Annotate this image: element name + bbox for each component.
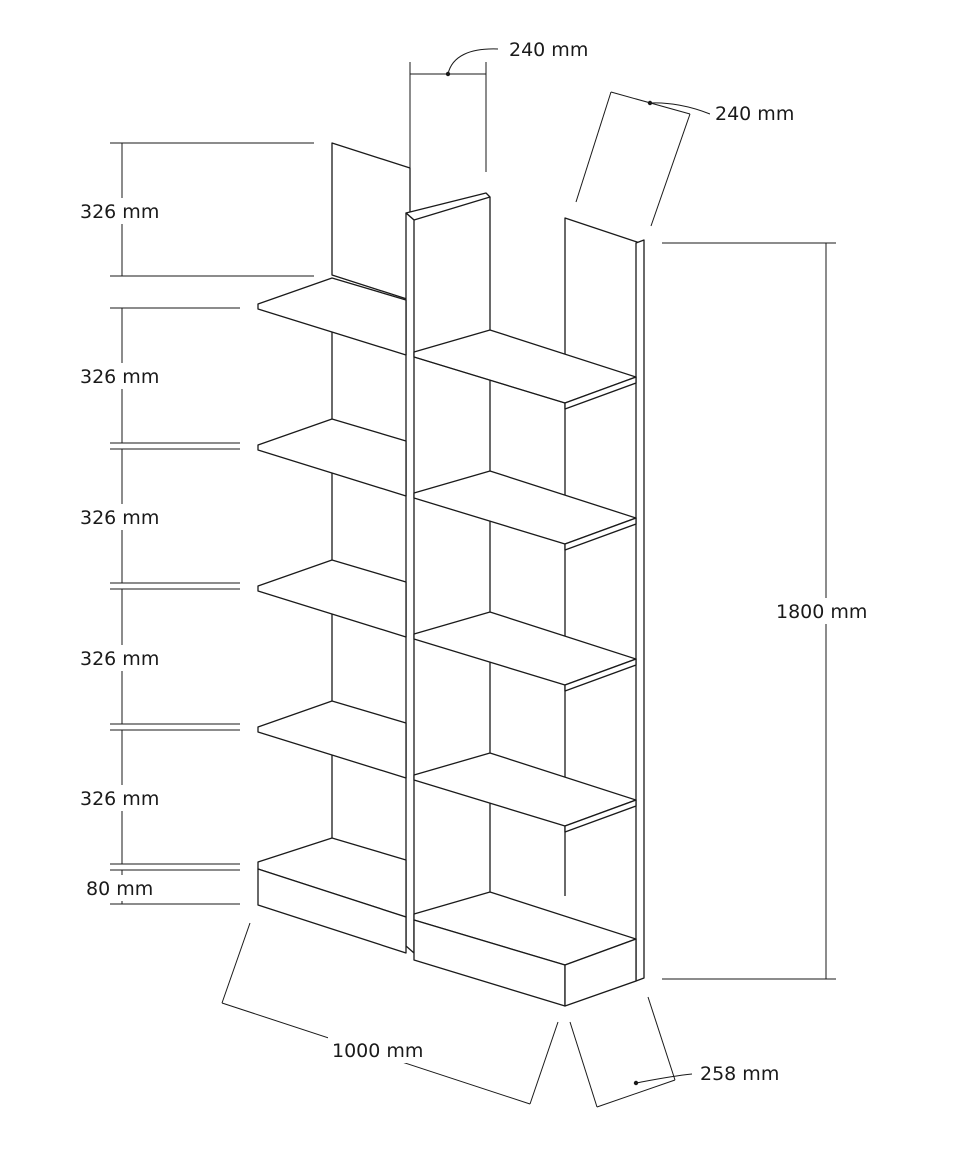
total-height-label: 1800 mm	[776, 601, 867, 623]
center-divider-top	[405, 192, 491, 221]
left-plinth-front	[257, 868, 407, 954]
center-divider-front	[405, 212, 415, 954]
bookcase	[257, 142, 645, 1007]
right-shelves	[413, 329, 637, 1007]
left-shelf-2	[257, 418, 407, 497]
dimension-labels: 240 mm 240 mm 326 mm 326 mm 326 mm 326 m…	[76, 36, 876, 1086]
base-depth-label: 258 mm	[700, 1063, 779, 1085]
compartment-5-height-label: 326 mm	[80, 788, 159, 810]
left-shelf-3	[257, 559, 407, 638]
right-side-panel	[635, 239, 645, 982]
right-back-panel-top	[564, 217, 641, 382]
right-shelf-4-front	[564, 799, 637, 833]
right-shelf-1-front	[564, 376, 637, 410]
left-shelves	[257, 277, 407, 954]
left-shelf-1	[257, 277, 407, 356]
compartment-2-height-label: 326 mm	[80, 366, 159, 388]
compartment-3-height-label: 326 mm	[80, 507, 159, 529]
total-width-label: 1000 mm	[332, 1040, 423, 1062]
right-shelf-3-front	[564, 658, 637, 692]
right-plinth-side	[564, 938, 637, 1007]
right-shelf-2-front	[564, 517, 637, 551]
left-back-panel-top	[331, 142, 411, 301]
compartment-4-height-label: 326 mm	[80, 648, 159, 670]
left-plinth	[257, 837, 407, 918]
left-shelf-4	[257, 700, 407, 779]
top-depth-side-label: 240 mm	[715, 103, 794, 125]
plinth-height-label: 80 mm	[86, 878, 153, 900]
compartment-1-height-label: 326 mm	[80, 201, 159, 223]
top-depth-front-label: 240 mm	[509, 39, 588, 61]
